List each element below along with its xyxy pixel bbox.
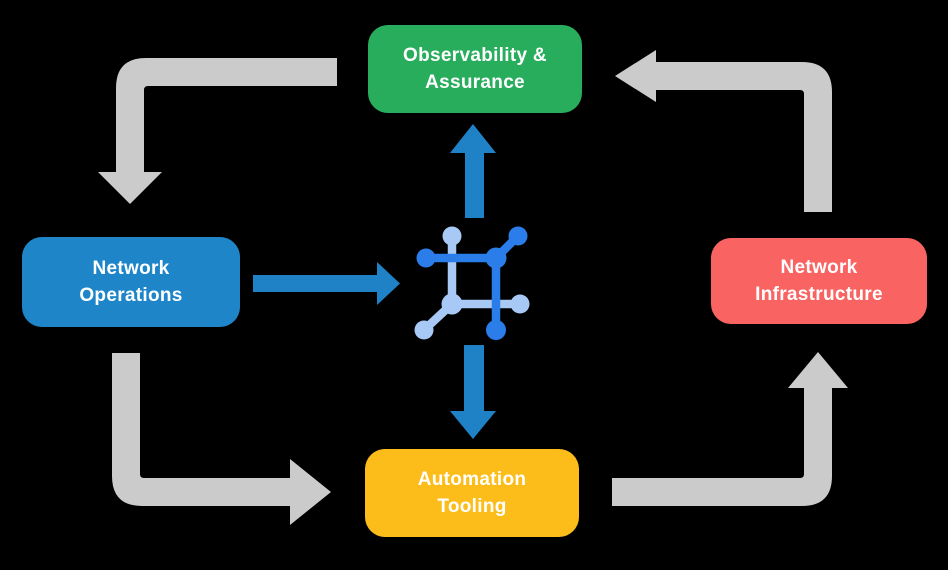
network-node-icon [414, 226, 530, 340]
node-network-operations: Network Operations [22, 237, 240, 327]
node-label-line: Automation [417, 469, 527, 490]
blue-arrow-center-to-automation [450, 345, 496, 439]
node-label-line: Observability & [403, 45, 547, 66]
node-label-line: Infrastructure [755, 284, 883, 305]
icon-light-dot-lower-left [414, 320, 434, 340]
gray-arrow-automation-to-infrastructure [612, 352, 848, 506]
icon-dark-dot-bottom [486, 320, 506, 340]
node-label-line: Operations [79, 285, 183, 306]
blue-arrows [253, 124, 496, 439]
icon-light-dot-top [442, 226, 462, 246]
node-label-line: Network [780, 257, 858, 278]
node-automation-tooling: Automation Tooling [365, 449, 579, 537]
gray-arrow-infrastructure-to-observability [615, 50, 832, 212]
icon-dark-corner-node [485, 247, 507, 269]
gray-cycle-arrows [98, 50, 848, 525]
icon-light-dot-right [510, 294, 530, 314]
node-label-line: Assurance [425, 72, 525, 93]
node-label-line: Tooling [437, 496, 507, 517]
node-label-line: Network [92, 258, 170, 279]
node-observability-assurance: Observability & Assurance [368, 25, 582, 113]
icon-light-corner-node [441, 293, 463, 315]
blue-arrow-center-to-observability [450, 124, 496, 218]
blue-arrow-operations-to-center [253, 262, 400, 305]
node-network-infrastructure: Network Infrastructure [711, 238, 927, 324]
gray-arrow-operations-to-automation [112, 353, 331, 525]
icon-dark-dot-upper-right [508, 226, 528, 246]
icon-dark-dot-left [416, 248, 436, 268]
gray-arrow-observability-to-operations [98, 58, 337, 204]
